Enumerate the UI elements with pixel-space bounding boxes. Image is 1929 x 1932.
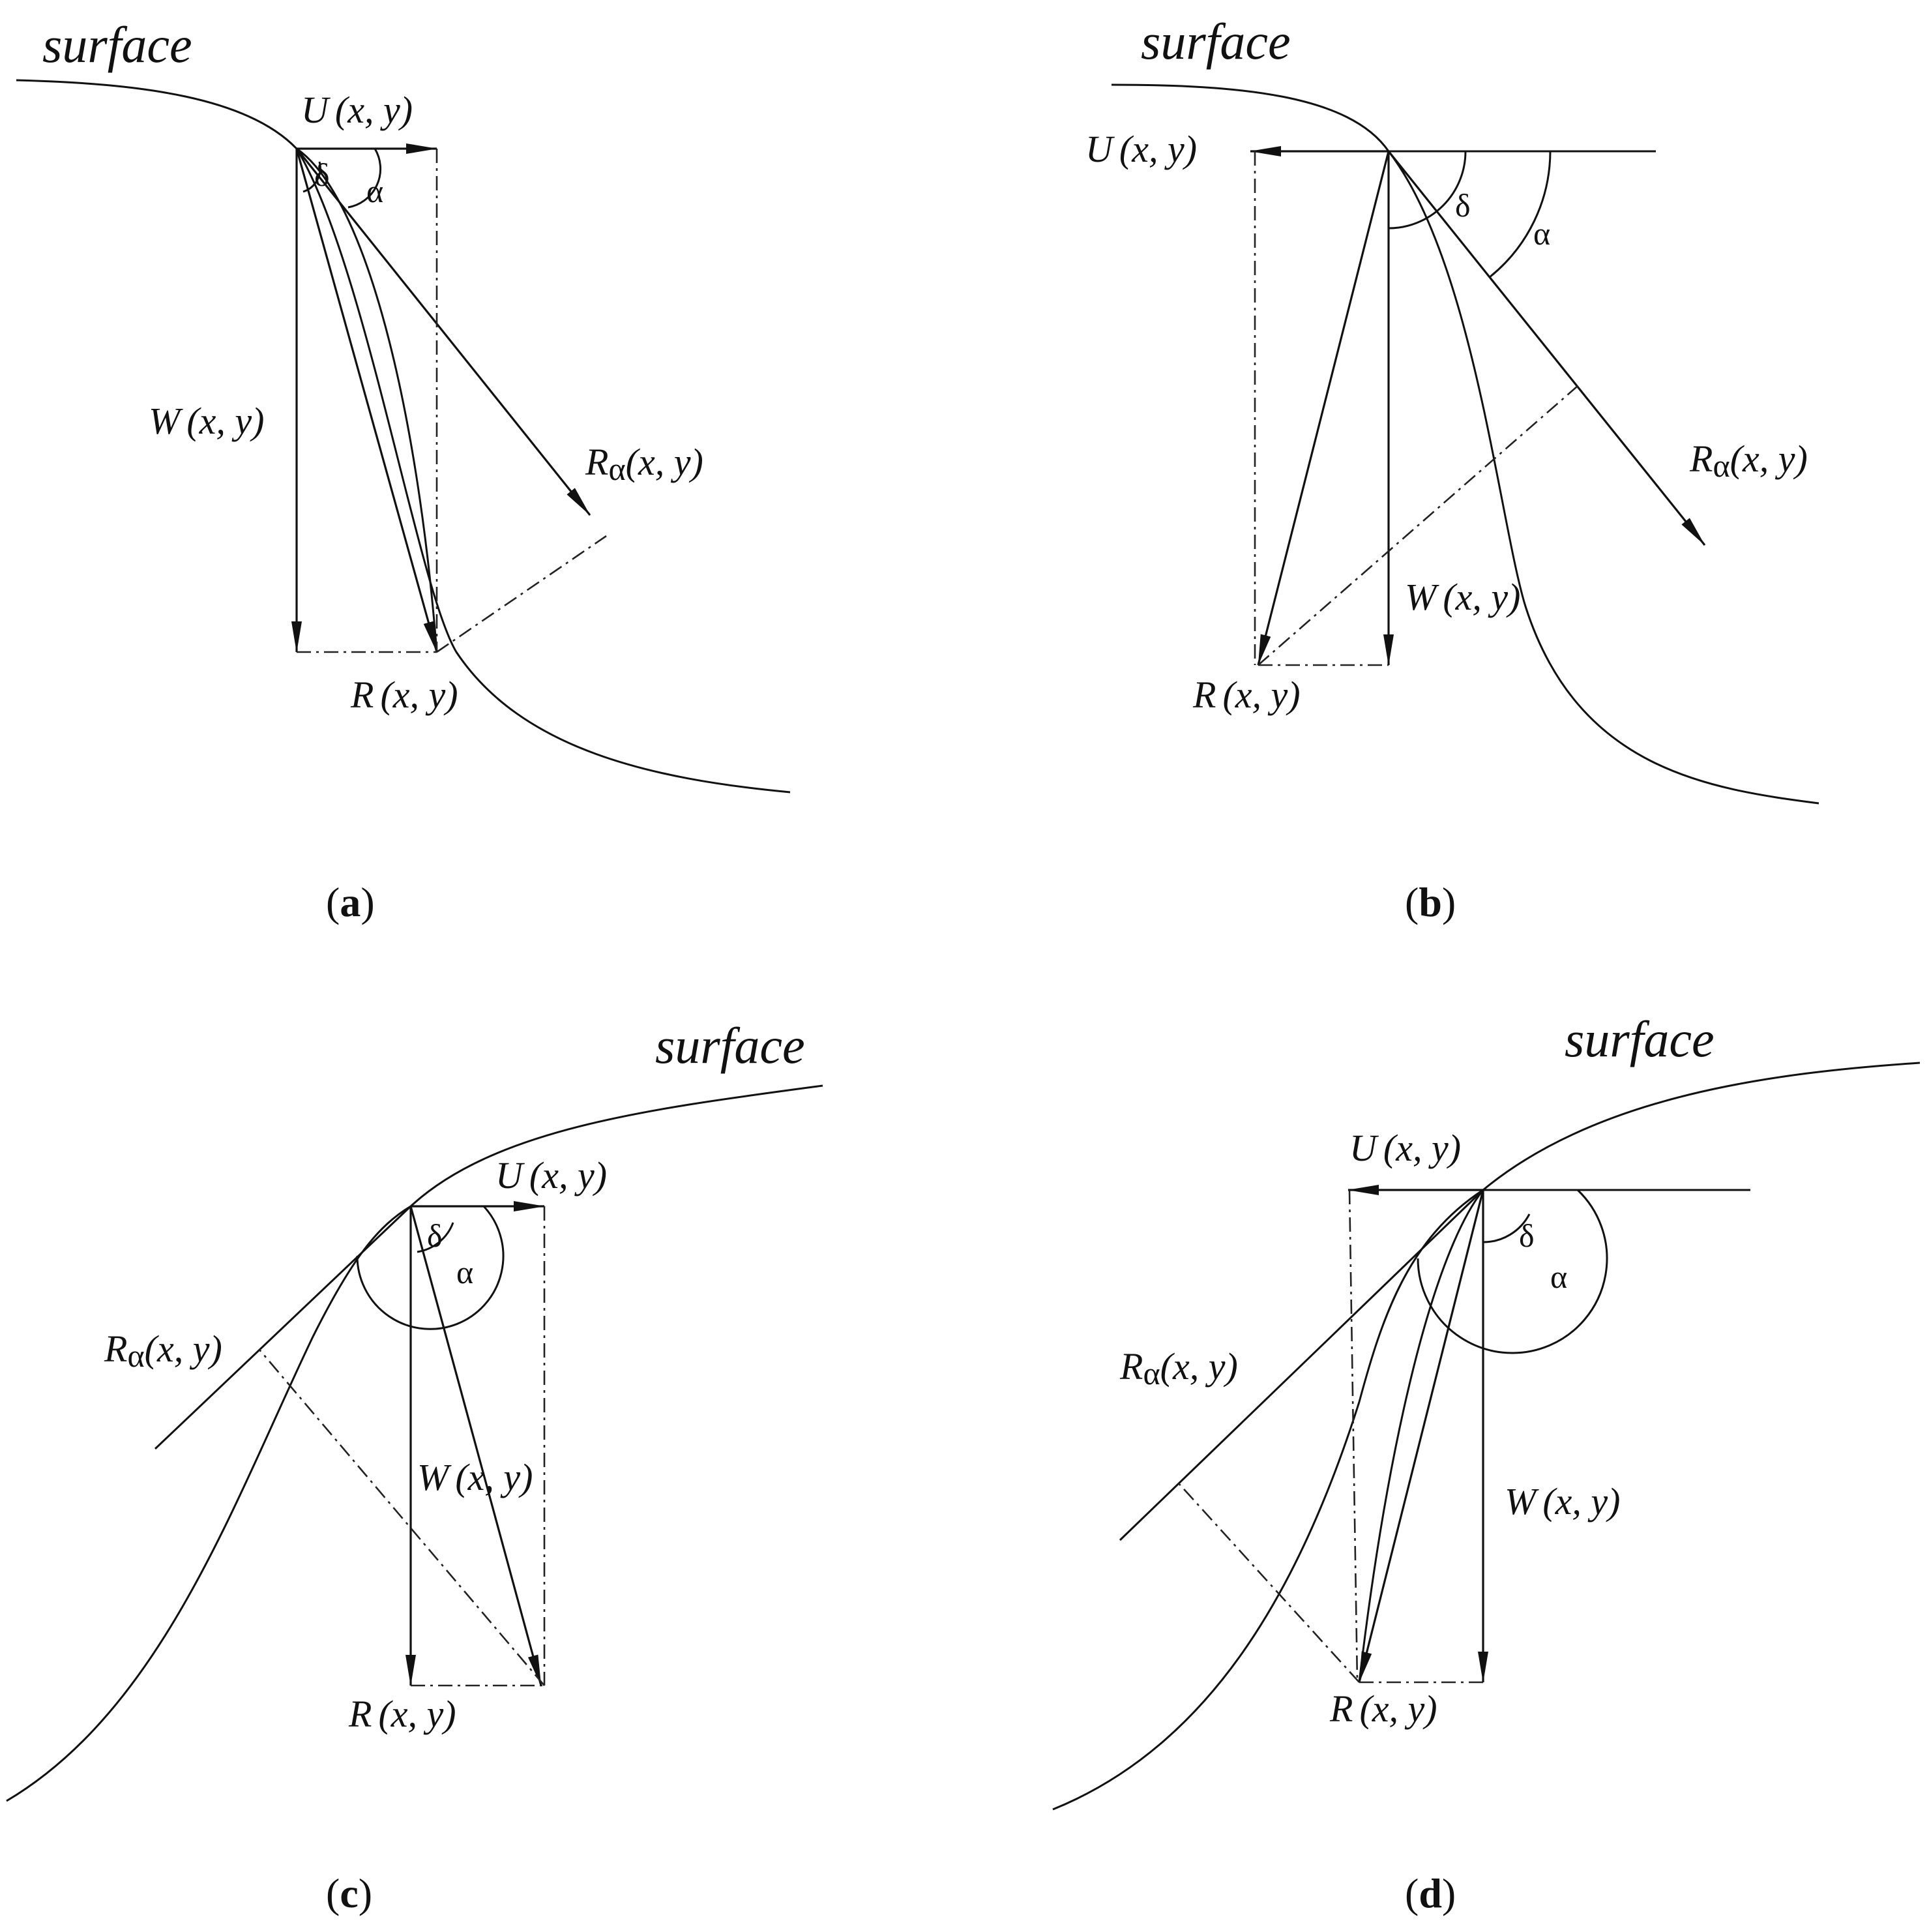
delta-arc [1388,151,1467,230]
alpha-label: α [456,1254,473,1290]
w-label: W(x, y) [1505,1480,1620,1523]
panel-c: δ α surface U(x, y) W(x, y) R(x, y) Rα(x… [6,1017,823,1916]
surface-label: surface [1141,13,1291,70]
alpha-arc [1417,1189,1608,1354]
surface-label: surface [1565,1011,1715,1067]
dashdot-vertical [1348,1189,1359,1683]
r-alpha-vector [154,1205,412,1450]
dashdot-projection [436,535,607,653]
alpha-label: α [366,173,383,209]
surface-label: surface [655,1017,805,1074]
delta-arc [302,161,321,193]
panel-b: δ α surface U(x, y) W(x, y) R(x, y) Rα(x… [1085,13,1819,925]
r-vector [295,148,438,653]
dashdot-projection [1258,385,1578,666]
delta-arc [1482,1213,1531,1243]
r-label: R(x, y) [350,674,458,716]
delta-arc [417,1222,454,1253]
r-alpha-label: Rα(x, y) [585,441,703,487]
alpha-arc [1489,151,1552,278]
surface-curve [1111,83,1819,805]
r-alpha-vector [295,147,591,516]
r-vector [1358,1189,1484,1683]
panel-a: δ α surface U(x, y) W(x, y) R(x, y) Rα(x… [16,16,791,925]
r-vector [1257,151,1390,666]
panel-d: δ α surface U(x, y) W(x, y) R(x, y) Rα(x… [1052,1011,1921,1916]
caption-d: (d) [1405,1870,1456,1916]
r-label: R(x, y) [1329,1687,1437,1730]
alpha-label: α [1533,215,1550,252]
u-label: U(x, y) [495,1154,607,1196]
delta-label: δ [427,1217,443,1254]
delta-label: δ [314,156,330,193]
r-alpha-vector [1119,1189,1484,1541]
r-path-curve [1358,1189,1484,1683]
caption-a: (a) [326,879,375,925]
surface-label: surface [42,16,192,73]
u-label: U(x, y) [1349,1127,1461,1169]
r-path-curve [296,147,438,653]
dashdot-projection [259,1349,545,1686]
alpha-arc [356,1205,505,1330]
w-label: W(x, y) [1405,576,1520,618]
r-alpha-label: Rα(x, y) [1119,1345,1238,1391]
dashdot-projection [1178,1483,1360,1683]
caption-b: (b) [1405,879,1456,925]
r-alpha-vector [1387,150,1706,546]
r-alpha-label: Rα(x, y) [104,1328,222,1374]
u-label: U(x, y) [1085,128,1197,170]
alpha-label: α [1550,1258,1567,1295]
r-vector [409,1206,542,1686]
u-label: U(x, y) [301,89,413,131]
alpha-arc [347,148,382,209]
delta-label: δ [1455,187,1471,224]
r-label: R(x, y) [348,1693,456,1735]
w-label: W(x, y) [149,400,264,442]
r-alpha-label: Rα(x, y) [1689,438,1808,484]
r-label: R(x, y) [1192,674,1301,716]
surface-curve [1052,1062,1921,1811]
surface-curve [16,79,791,794]
caption-c: (c) [326,1870,372,1916]
delta-label: δ [1519,1217,1535,1254]
w-label: W(x, y) [417,1456,533,1498]
surface-curve [6,1084,823,1802]
